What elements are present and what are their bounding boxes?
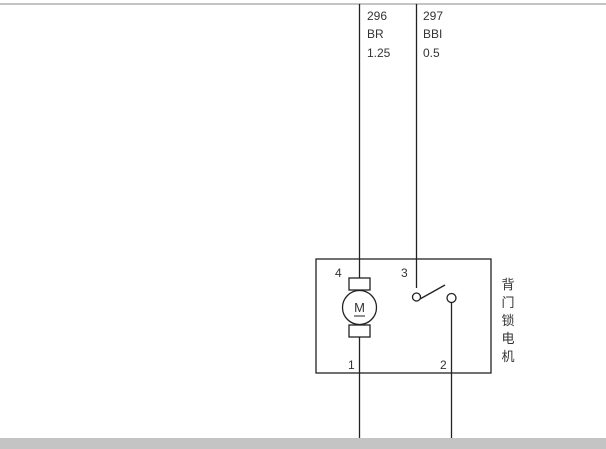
wire-296-number: 296 <box>367 9 387 23</box>
wire-297-number: 297 <box>423 9 443 23</box>
component-name-char: 机 <box>501 350 514 365</box>
wire-296-color: BR <box>367 27 384 41</box>
component-housing <box>315 258 492 374</box>
component-name-char: 门 <box>501 296 514 311</box>
motor-icon: M <box>341 277 378 338</box>
component-name-char: 背 <box>501 278 514 293</box>
motor-symbol: M <box>354 300 365 315</box>
pin-3-label: 3 <box>401 266 408 280</box>
component-name: 背 门 锁 电 机 <box>501 278 514 365</box>
component-name-char: 锁 <box>501 313 514 329</box>
pin-2-label: 2 <box>440 358 447 372</box>
wire-296-size: 1.25 <box>367 46 391 60</box>
pin-4-label: 4 <box>335 266 342 280</box>
pin-1-label: 1 <box>348 358 355 372</box>
wire-297-color: BBI <box>423 27 442 41</box>
footer-bar <box>0 438 606 449</box>
component-name-char: 电 <box>501 332 514 347</box>
switch-icon <box>411 284 457 304</box>
wire-297-size: 0.5 <box>423 46 440 60</box>
